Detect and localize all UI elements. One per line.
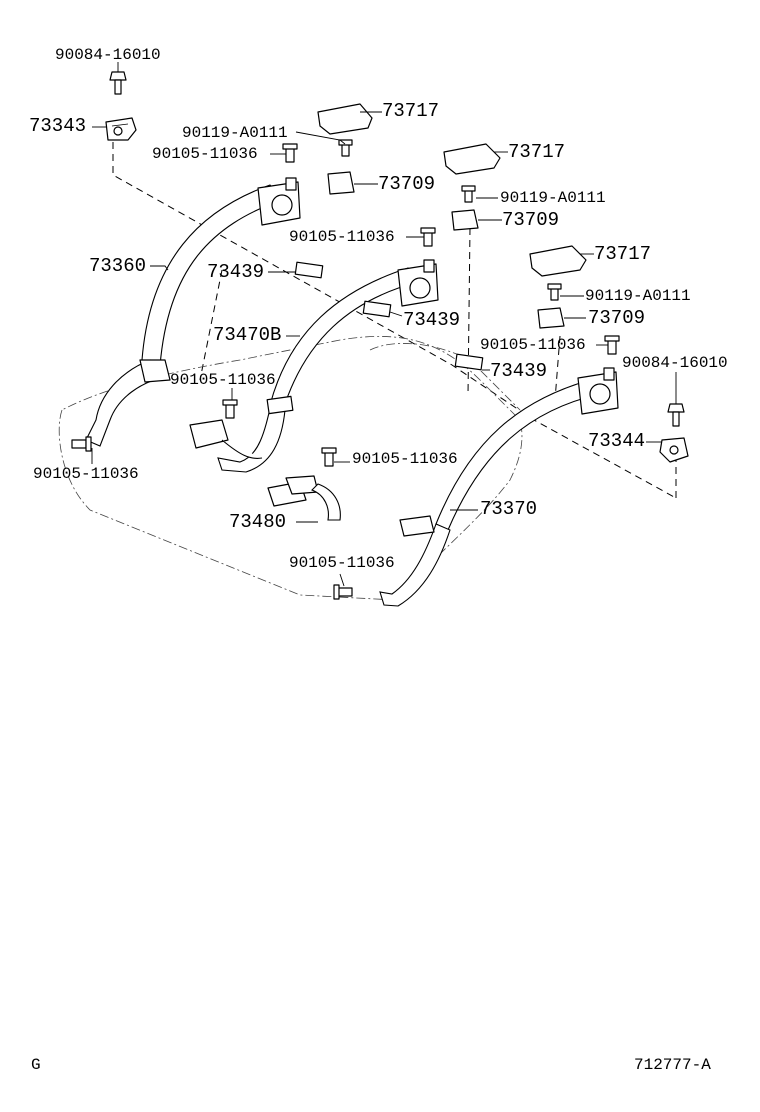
label-73360: 73360	[89, 255, 147, 277]
bolt-90105-4	[604, 335, 620, 355]
reference-lines	[112, 142, 677, 500]
cover-73717-2	[443, 143, 501, 175]
trim-pad-73439-3	[454, 353, 484, 371]
leader-lines	[91, 111, 677, 587]
anchor-bracket-73343	[105, 117, 137, 141]
label-73470b: 73470B	[213, 324, 282, 346]
diagram-id: 712777-A	[634, 1056, 711, 1074]
label-90105-11036-4: 90105-11036	[170, 371, 276, 389]
label-90105-11036-5: 90105-11036	[33, 465, 139, 483]
screw-90119-1	[338, 139, 353, 157]
label-73343: 73343	[29, 115, 87, 137]
guide-73709-1	[327, 171, 355, 195]
label-90105-11036-3: 90105-11036	[480, 336, 586, 354]
screw-90119-2	[461, 185, 476, 203]
bolt-90105-3	[222, 399, 238, 419]
label-90119-a0111-2: 90119-A0111	[500, 189, 606, 207]
label-73439-3: 73439	[490, 360, 548, 382]
label-90119-a0111-1: 90119-A0111	[182, 124, 288, 142]
buckle-73480	[189, 419, 341, 521]
seat-belt-73370	[379, 379, 601, 607]
bolt-90105-2	[420, 227, 436, 247]
section-letter: G	[31, 1056, 41, 1074]
seat-belt-73470b	[217, 267, 419, 473]
guide-73709-2	[451, 209, 479, 231]
label-73717-1: 73717	[382, 100, 440, 122]
screw-90119-3	[547, 283, 562, 301]
anchor-bracket-73344	[659, 437, 689, 463]
label-90105-11036-7: 90105-11036	[289, 554, 395, 572]
retractor-left	[257, 177, 301, 226]
retractor-center	[397, 259, 439, 307]
label-73370: 73370	[480, 498, 538, 520]
bolt-90105-6	[321, 447, 337, 467]
label-90119-a0111-3: 90119-A0111	[585, 287, 691, 305]
label-90084-16010-right: 90084-16010	[622, 354, 728, 372]
retractor-right	[577, 367, 619, 415]
bolt-90084-right	[667, 403, 685, 427]
bolt-90105-5	[71, 436, 92, 452]
label-90084-16010-top: 90084-16010	[55, 46, 161, 64]
bolt-90105-7	[333, 584, 353, 600]
label-73709-1: 73709	[378, 173, 436, 195]
seat-back-outline	[369, 343, 521, 411]
trim-pad-73439-1	[294, 261, 324, 279]
label-73480: 73480	[229, 511, 287, 533]
label-73344: 73344	[588, 430, 646, 452]
label-73439-2: 73439	[403, 309, 461, 331]
cover-73717-1	[317, 103, 373, 135]
label-90105-11036-2: 90105-11036	[289, 228, 395, 246]
label-73709-2: 73709	[502, 209, 560, 231]
trim-pad-73439-2	[362, 300, 392, 318]
label-73717-3: 73717	[594, 243, 652, 265]
label-90105-11036-6: 90105-11036	[352, 450, 458, 468]
cover-73717-3	[529, 245, 587, 277]
guide-73709-3	[537, 307, 565, 329]
bolt-90105-1	[282, 143, 298, 163]
seat-belt-73360	[85, 184, 283, 447]
label-73717-2: 73717	[508, 141, 566, 163]
bolt-90084-top	[109, 62, 127, 95]
seat-cushion-outline	[58, 335, 523, 601]
label-90105-11036-1: 90105-11036	[152, 145, 258, 163]
label-73439-1: 73439	[207, 261, 265, 283]
label-73709-3: 73709	[588, 307, 646, 329]
